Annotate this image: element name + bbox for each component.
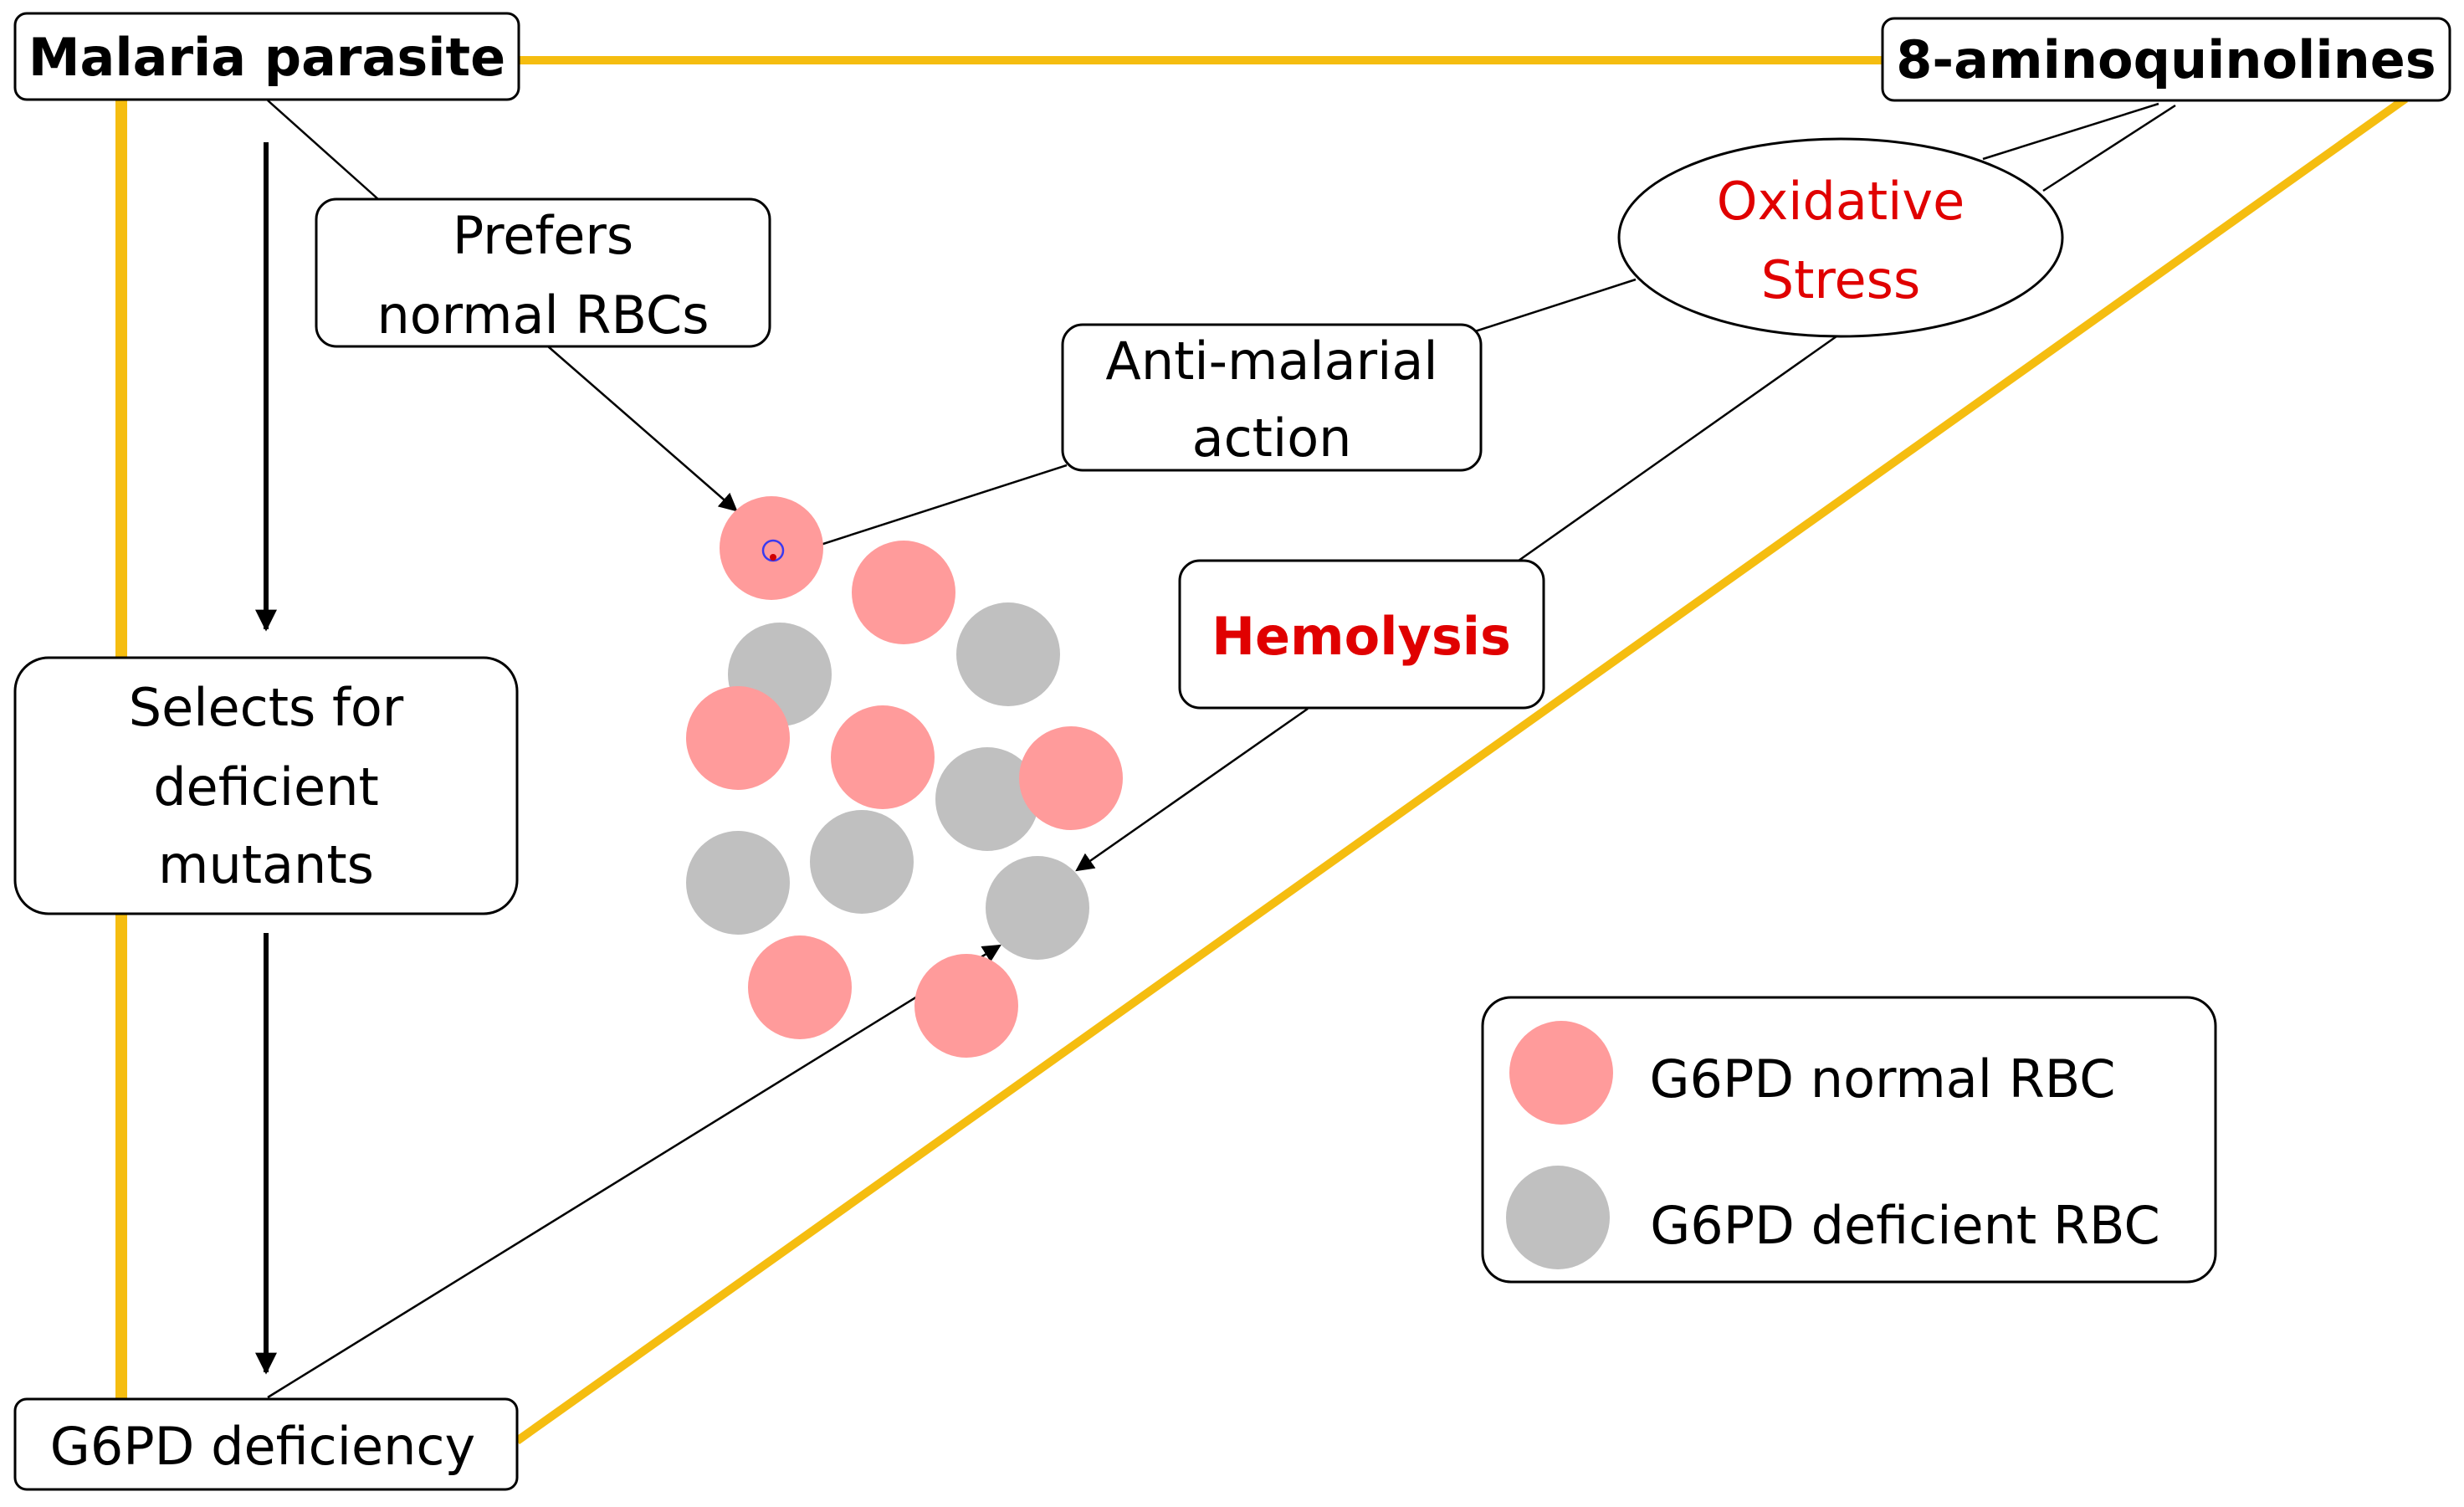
antimalarial-action-node: Anti-malarial action [1061,323,1483,472]
connector-aminoquinolines-oxidative-1 [1982,102,2159,161]
malaria-parasite-node: Malaria parasite [13,12,520,101]
triangle-diagonal-edge [515,95,2408,1445]
parasite-marker [761,539,785,562]
legend: G6PD normal RBC G6PD deficient RBC [1481,996,2217,1284]
parasite-dot-icon [770,554,776,561]
prefers-line-2: normal RBCs [377,284,709,346]
connector-hemolysis-rbc [1075,707,1309,872]
legend-deficient-swatch [1506,1166,1610,1269]
aminoquinolines-label: 8-aminoquinolines [1896,29,2436,90]
oxidative-line-1: Oxidative [1717,171,1965,232]
selects-line-1: Selects for [129,677,404,738]
normal-rbc-4 [686,686,790,790]
deficient-rbc-10 [986,856,1089,960]
aminoquinolines-node: 8-aminoquinolines [1881,17,2451,102]
legend-deficient-label: G6PD deficient RBC [1650,1195,2159,1256]
antimalarial-line-1: Anti-malarial [1105,331,1437,392]
deficient-rbc-2 [956,602,1060,706]
normal-rbc-0 [720,496,823,600]
prefers-normal-rbcs-node: Prefers normal RBCs [315,197,771,348]
g6pd-deficiency-label: G6PD deficiency [50,1416,475,1477]
g6pd-deficiency-node: G6PD deficiency [13,1397,519,1491]
deficient-rbc-9 [810,810,914,914]
connector-malaria-prefers [267,100,379,200]
normal-rbc-11 [748,935,852,1039]
normal-rbc-7 [1019,726,1123,830]
deficient-rbc-6 [935,747,1039,851]
connector-oxidative-hemolysis [1518,335,1837,562]
connector-aminoquinolines-oxidative-2 [2042,104,2176,192]
oxidative-stress-node: Oxidative Stress [1617,137,2064,338]
rbc-cluster [686,496,1123,1058]
connector-g6pd-rbc [267,944,1001,1399]
connector-prefers-rbc [547,346,738,512]
connector-antimalarial-oxidative [1474,278,1637,333]
deficient-rbc-8 [686,831,790,935]
connector-antimalarial-rbc [774,464,1068,563]
selects-line-3: mutants [158,834,374,895]
normal-rbc-5 [831,705,935,809]
hemolysis-node: Hemolysis [1178,559,1545,710]
legend-normal-swatch [1509,1021,1613,1125]
selects-deficient-node: Selects for deficient mutants [13,656,519,915]
hemolysis-label: Hemolysis [1212,606,1511,667]
antimalarial-line-2: action [1192,408,1352,469]
legend-normal-label: G6PD normal RBC [1649,1048,2115,1110]
connectors [267,100,2176,1399]
normal-rbc-12 [914,954,1018,1058]
oxidative-line-2: Stress [1761,249,1921,310]
selects-line-2: deficient [153,756,379,818]
prefers-line-1: Prefers [453,205,633,266]
malaria-parasite-label: Malaria parasite [28,27,505,88]
normal-rbc-1 [852,541,955,644]
